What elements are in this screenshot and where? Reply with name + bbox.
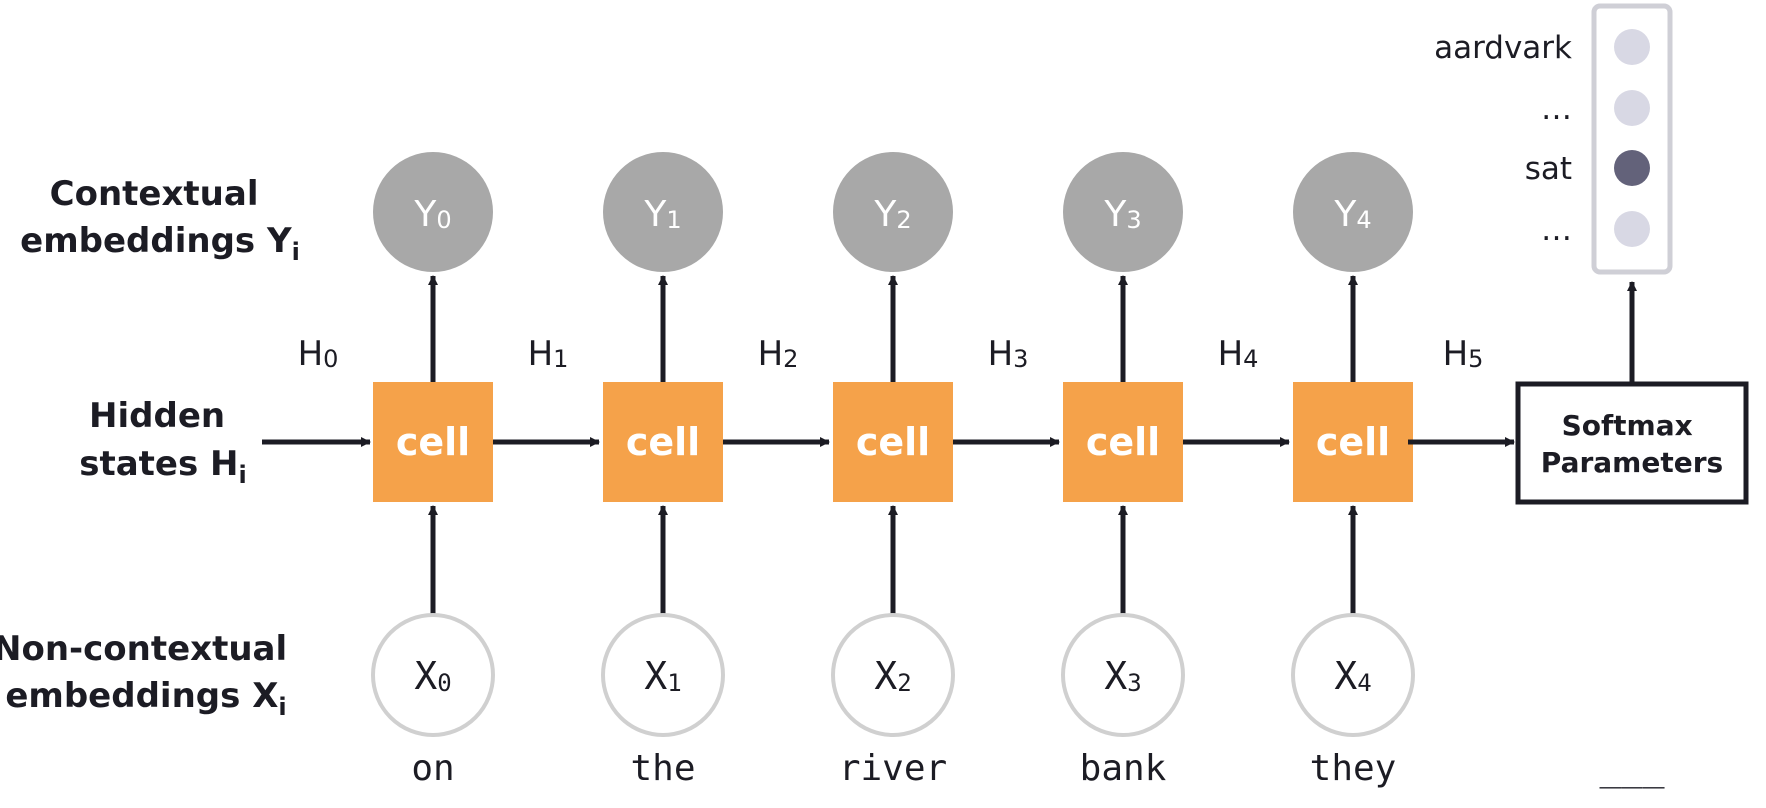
h-label-2-sub: 2 [783, 345, 798, 373]
cell-box-4 [1293, 382, 1413, 502]
x-node-3 [1061, 613, 1185, 737]
word-3: bank [1080, 748, 1167, 789]
x-label-0-sub: 0 [437, 669, 451, 697]
y-label-4-sub: 4 [1356, 206, 1371, 234]
x-label-0: X0 [414, 654, 451, 698]
y-label-2-main: Y [873, 194, 897, 235]
cell-label-3: cell [1086, 420, 1160, 464]
vocab-dot-2 [1614, 150, 1650, 186]
x-label-2-main: X [874, 654, 897, 698]
y-label-3: Y3 [1103, 194, 1141, 235]
y-label-0-sub: 0 [436, 206, 451, 234]
y-label-0: Y0 [413, 194, 451, 235]
h-label-1-sub: 1 [553, 345, 568, 373]
h-label-4: H4 [1218, 334, 1259, 374]
x-label-2: X2 [874, 654, 911, 698]
x-node-4 [1291, 613, 1415, 737]
x-label-4-main: X [1334, 654, 1357, 698]
cell-box-0 [373, 382, 493, 502]
h-label-0-sub: 0 [323, 345, 338, 373]
vocab-word-3: … [1541, 212, 1572, 248]
word-0: on [411, 748, 454, 789]
y-label-0-main: Y [413, 194, 437, 235]
y-label-1: Y1 [643, 194, 681, 235]
vocab-dot-0 [1614, 29, 1650, 65]
softmax-parameters-box [1515, 381, 1749, 505]
noncontextual-embeddings-label: Non-contextual embeddings Xi [0, 629, 299, 721]
y-node-1 [603, 152, 723, 272]
vocab-layer: aardvark … sat … [1434, 29, 1650, 248]
h-label-1-main: H [528, 334, 554, 374]
y-node-4 [1293, 152, 1413, 272]
cell-box-3 [1063, 382, 1183, 502]
word-1: the [630, 748, 695, 789]
h-label-3-sub: 3 [1013, 345, 1028, 373]
vocab-distribution-box [1591, 3, 1673, 275]
word-2: river [839, 748, 947, 789]
h-label-0: H0 [298, 334, 339, 374]
steps-layer: Y0H0cellX0onY1H1cellX1theY2H2cellX2river… [298, 152, 1415, 789]
cell-label-2: cell [856, 420, 930, 464]
vocab-dot-1 [1614, 90, 1650, 126]
y-label-1-main: Y [643, 194, 667, 235]
h-label-3-main: H [988, 334, 1014, 374]
y-label-3-main: Y [1103, 194, 1127, 235]
x-node-2 [831, 613, 955, 737]
y-label-1-sub: 1 [666, 206, 681, 234]
x-label-4: X4 [1334, 654, 1371, 698]
y-node-3 [1063, 152, 1183, 272]
cell-label-1: cell [626, 420, 700, 464]
cell-label-0: cell [396, 420, 470, 464]
hidden-states-label: Hidden states Hi [79, 396, 247, 489]
cell-box-2 [833, 382, 953, 502]
cell-label-4: cell [1316, 420, 1390, 464]
x-label-2-sub: 2 [897, 669, 911, 697]
x-label-3: X3 [1104, 654, 1141, 698]
x-label-1-main: X [644, 654, 667, 698]
x-node-1 [601, 613, 725, 737]
x-label-3-main: X [1104, 654, 1127, 698]
h-label-4-main: H [1218, 334, 1244, 374]
x-label-3-sub: 3 [1127, 669, 1141, 697]
vocab-word-0: aardvark [1434, 30, 1572, 66]
h-label-0-main: H [298, 334, 324, 374]
x-label-4-sub: 4 [1357, 669, 1371, 697]
y-node-0 [373, 152, 493, 272]
x-label-0-main: X [414, 654, 437, 698]
y-label-3-sub: 3 [1126, 206, 1141, 234]
h-label-2: H2 [758, 334, 799, 374]
vocab-word-1: … [1541, 91, 1572, 127]
x-label-1: X1 [644, 654, 681, 698]
h-label-1: H1 [528, 334, 569, 374]
x-label-1-sub: 1 [667, 669, 681, 697]
vocab-dot-3 [1614, 211, 1650, 247]
vocab-word-2: sat [1525, 151, 1572, 187]
word-4: they [1310, 748, 1397, 789]
contextual-embeddings-label: Contextual embeddings Yi [20, 174, 300, 266]
h-label-2-main: H [758, 334, 784, 374]
y-node-2 [833, 152, 953, 272]
h-label-3: H3 [988, 334, 1029, 374]
y-label-4-main: Y [1333, 194, 1357, 235]
prediction-blank: ___ [1599, 748, 1664, 789]
softmax-parameters-label: Softmax Parameters [1541, 409, 1723, 479]
y-label-4: Y4 [1333, 194, 1371, 235]
y-label-2: Y2 [873, 194, 911, 235]
cell-box-1 [603, 382, 723, 502]
y-label-2-sub: 2 [896, 206, 911, 234]
x-node-0 [371, 613, 495, 737]
final-hidden-label: H5 [1443, 334, 1484, 374]
h-label-4-sub: 4 [1243, 345, 1258, 373]
